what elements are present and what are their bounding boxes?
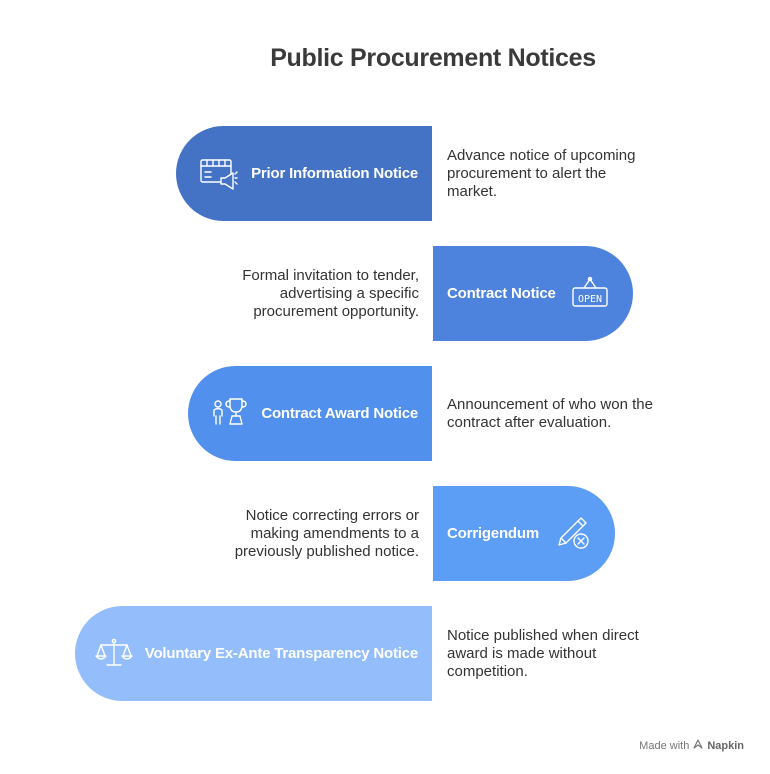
prior-information-notice-pill: Prior Information Notice	[176, 126, 432, 221]
contract-award-notice-description: Announcement of who won the contract aft…	[447, 396, 687, 432]
trophy-person-icon	[211, 396, 249, 432]
contract-award-notice-pill: Contract Award Notice	[188, 366, 432, 461]
calendar-megaphone-icon	[199, 156, 239, 192]
scales-icon	[95, 637, 133, 671]
description-line: Notice published when direct	[447, 627, 639, 644]
description-line: contract after evaluation.	[447, 414, 612, 431]
prior-information-notice-label: Prior Information Notice	[251, 165, 418, 182]
description-line: award is made without	[447, 645, 597, 662]
veat-notice-label: Voluntary Ex-Ante Transparency Notice	[144, 645, 418, 662]
corrigendum-pill: Corrigendum	[433, 486, 615, 581]
description-line: procurement opportunity.	[253, 303, 419, 320]
svg-text:OPEN: OPEN	[578, 294, 602, 305]
description-line: Notice correcting errors or	[245, 507, 419, 524]
description-line: making amendments to a	[250, 525, 419, 542]
open-sign-icon: OPEN	[570, 276, 610, 312]
contract-notice-label: Contract Notice	[447, 285, 556, 302]
contract-award-notice-label: Contract Award Notice	[261, 405, 418, 422]
prior-information-notice-description: Advance notice of upcoming procurement t…	[447, 147, 687, 201]
description-line: market.	[447, 183, 498, 200]
contract-notice-description: Formal invitation to tender, advertising…	[179, 267, 419, 321]
veat-notice-pill: Voluntary Ex-Ante Transparency Notice	[75, 606, 432, 701]
corrigendum-label: Corrigendum	[447, 525, 539, 542]
description-line: previously published notice.	[234, 543, 419, 560]
napkin-brand-text: Napkin	[707, 739, 744, 752]
description-line: Formal invitation to tender,	[242, 267, 419, 284]
description-line: competition.	[447, 663, 528, 680]
napkin-credit: Made with Napkin	[639, 739, 744, 752]
napkin-logo-icon	[693, 739, 703, 752]
contract-notice-pill: Contract Notice OPEN	[433, 246, 633, 341]
pencil-cancel-icon	[553, 515, 593, 553]
description-line: procurement to alert the	[447, 165, 607, 182]
veat-notice-description: Notice published when direct award is ma…	[447, 627, 687, 681]
description-line: advertising a specific	[279, 285, 419, 302]
made-with-text: Made with	[639, 739, 690, 752]
corrigendum-description: Notice correcting errors or making amend…	[179, 507, 419, 561]
description-line: Announcement of who won the	[447, 396, 653, 413]
diagram-title: Public Procurement Notices	[270, 44, 596, 72]
description-line: Advance notice of upcoming	[447, 147, 636, 164]
